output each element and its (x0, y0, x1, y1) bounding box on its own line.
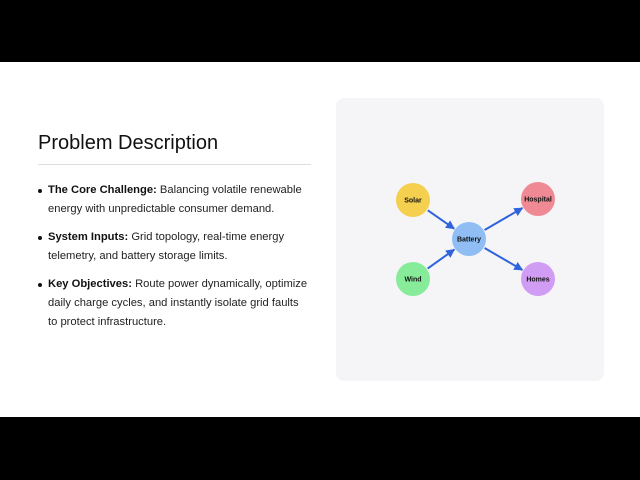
node-homes: Homes (521, 262, 555, 296)
node-homes-circle (521, 262, 555, 296)
slide: Problem Description The Core Challenge: … (0, 62, 640, 417)
node-battery: Battery (452, 222, 486, 256)
bullet-system-inputs: System Inputs: Grid topology, real-time … (38, 228, 310, 266)
bullet-label: Key Objectives: (48, 278, 132, 290)
bullet-label: The Core Challenge: (48, 184, 157, 196)
edge-battery-to-homes (484, 247, 524, 271)
bullet-core-challenge: The Core Challenge: Balancing volatile r… (38, 181, 310, 219)
bullet-list: The Core Challenge: Balancing volatile r… (38, 181, 310, 341)
bullet-key-objectives: Key Objectives: Route power dynamically,… (38, 275, 310, 332)
node-solar-label: Solar (404, 198, 422, 205)
bullet-text: Grid topology, real-time energy telemetr… (48, 231, 285, 262)
node-solar: Solar (396, 183, 430, 217)
node-wind-label: Wind (404, 277, 421, 284)
edge-battery-to-hospital (484, 207, 524, 231)
node-wind-circle (396, 262, 430, 296)
bullet-label: System Inputs: (48, 231, 129, 243)
node-homes-label: Homes (526, 277, 549, 284)
edge-solar-to-battery (427, 209, 455, 230)
node-hospital: Hospital (521, 182, 555, 216)
slide-title: Problem Description (38, 132, 219, 154)
bullet-text: Balancing volatile renewable energy with… (48, 184, 302, 215)
edge-wind-to-battery (427, 248, 456, 270)
bullet-text: Route power dynamically, optimize daily … (48, 278, 308, 328)
node-wind: Wind (396, 262, 430, 296)
node-hospital-label: Hospital (524, 197, 552, 204)
node-solar-circle (396, 183, 430, 217)
node-battery-label: Battery (457, 237, 481, 244)
title-divider (38, 164, 311, 165)
node-hospital-circle (521, 182, 555, 216)
edges-layer (427, 207, 524, 271)
node-battery-circle (452, 222, 486, 256)
